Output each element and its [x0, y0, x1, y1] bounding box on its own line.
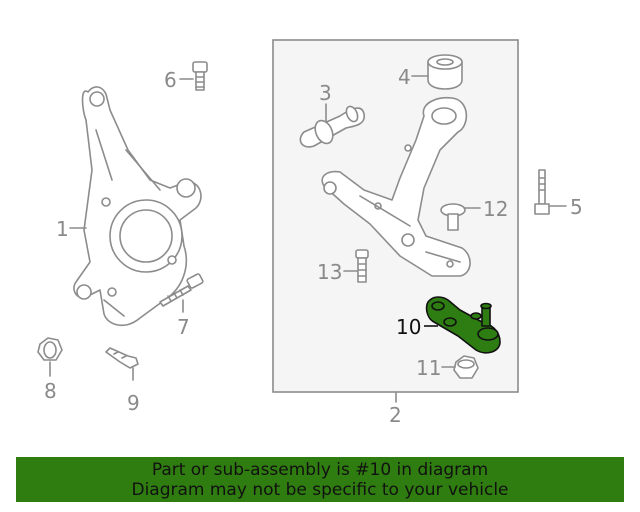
bolt-part-7[interactable]	[159, 273, 204, 307]
banner-line-2: Diagram may not be specific to your vehi…	[131, 480, 509, 500]
callout-7[interactable]: 7	[177, 315, 190, 339]
callout-11[interactable]: 11	[416, 356, 441, 380]
control-arm-part[interactable]	[321, 96, 471, 277]
bushing-part-4[interactable]	[427, 54, 463, 90]
callout-4[interactable]: 4	[398, 65, 411, 89]
callout-3[interactable]: 3	[319, 81, 332, 105]
clip-part-9[interactable]	[105, 347, 139, 369]
callout-9[interactable]: 9	[127, 391, 140, 415]
callout-6[interactable]: 6	[164, 68, 177, 92]
callout-13[interactable]: 13	[317, 260, 342, 284]
bolt-part-5[interactable]	[534, 169, 550, 215]
callout-8[interactable]: 8	[44, 379, 57, 403]
nut-part-11[interactable]	[453, 355, 479, 379]
bushing-part-3[interactable]	[299, 105, 366, 148]
ball-joint-part-10[interactable]	[425, 296, 501, 354]
nut-part-8[interactable]	[37, 337, 63, 361]
banner-line-1: Part or sub-assembly is #10 in diagram	[151, 460, 489, 480]
callout-1[interactable]: 1	[56, 217, 69, 241]
callout-5[interactable]: 5	[570, 195, 583, 219]
knuckle-part[interactable]	[73, 86, 202, 326]
notice-banner: Part or sub-assembly is #10 in diagram D…	[16, 457, 624, 502]
plug-part-12[interactable]	[440, 203, 466, 231]
bolt-part-13[interactable]	[355, 249, 369, 283]
callout-2[interactable]: 2	[389, 403, 402, 427]
callout-12[interactable]: 12	[483, 197, 508, 221]
bolt-part-6[interactable]	[192, 61, 208, 91]
callout-10[interactable]: 10	[396, 315, 421, 339]
